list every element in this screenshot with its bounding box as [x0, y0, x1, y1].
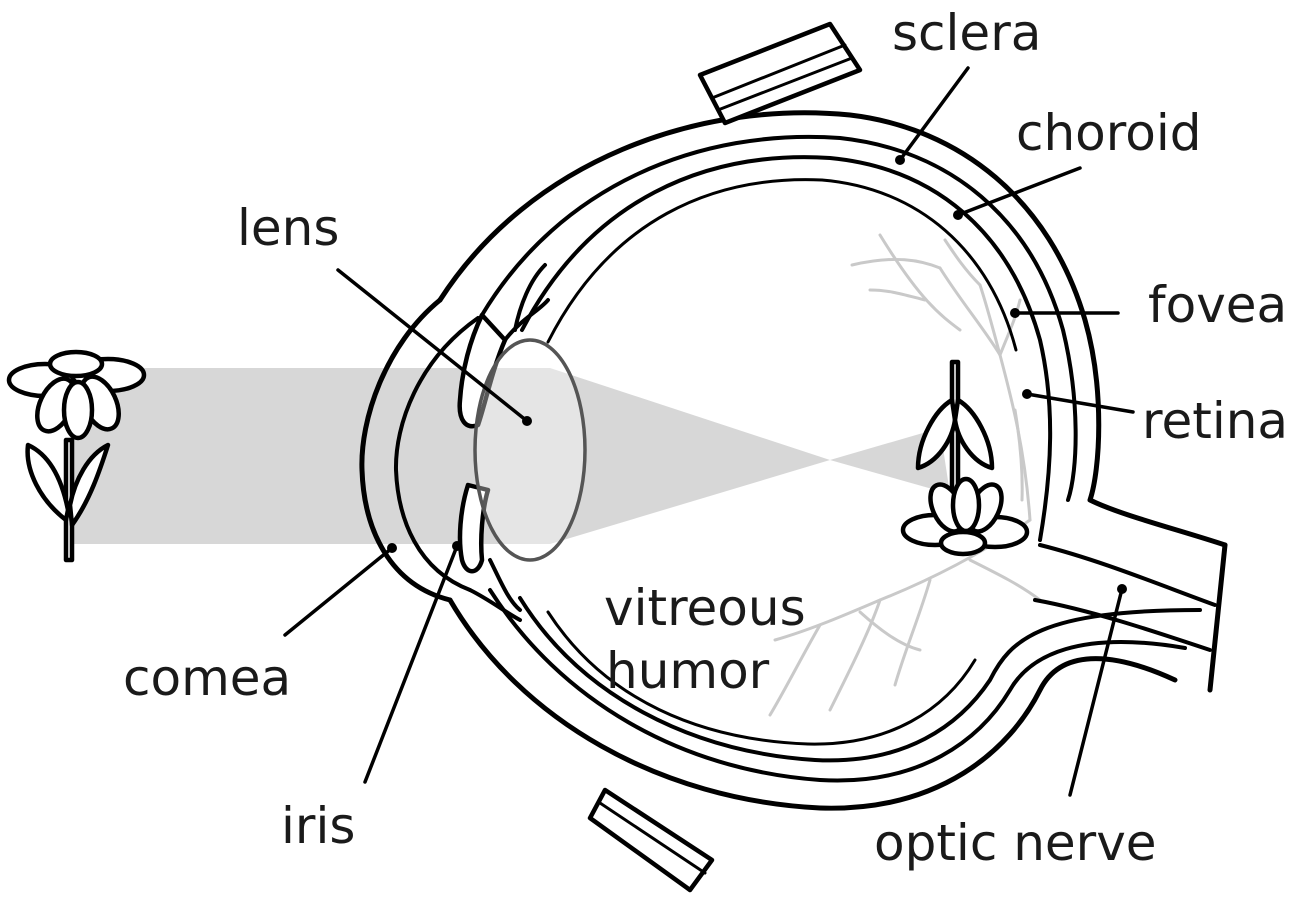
label-retina: retina: [1142, 392, 1288, 450]
label-choroid: choroid: [1016, 104, 1201, 162]
label-vitreous: vitreous: [604, 579, 806, 637]
label-cornea: comea: [123, 649, 291, 707]
leader-cornea: [285, 548, 392, 635]
label-iris: iris: [281, 797, 355, 855]
inner-retina-edge: [548, 180, 1016, 350]
label-humor: humor: [606, 642, 770, 700]
label-sclera: sclera: [892, 4, 1041, 62]
leader-sclera: [900, 68, 968, 160]
label-optic-nerve: optic nerve: [874, 814, 1157, 872]
lens-shape: [475, 340, 585, 560]
leader-retina: [1027, 394, 1133, 412]
label-lens: lens: [237, 199, 339, 257]
label-fovea: fovea: [1148, 276, 1287, 334]
lower-sclera: [450, 600, 1175, 808]
lower-muscle: [590, 790, 712, 890]
beam-converging: [550, 368, 830, 544]
